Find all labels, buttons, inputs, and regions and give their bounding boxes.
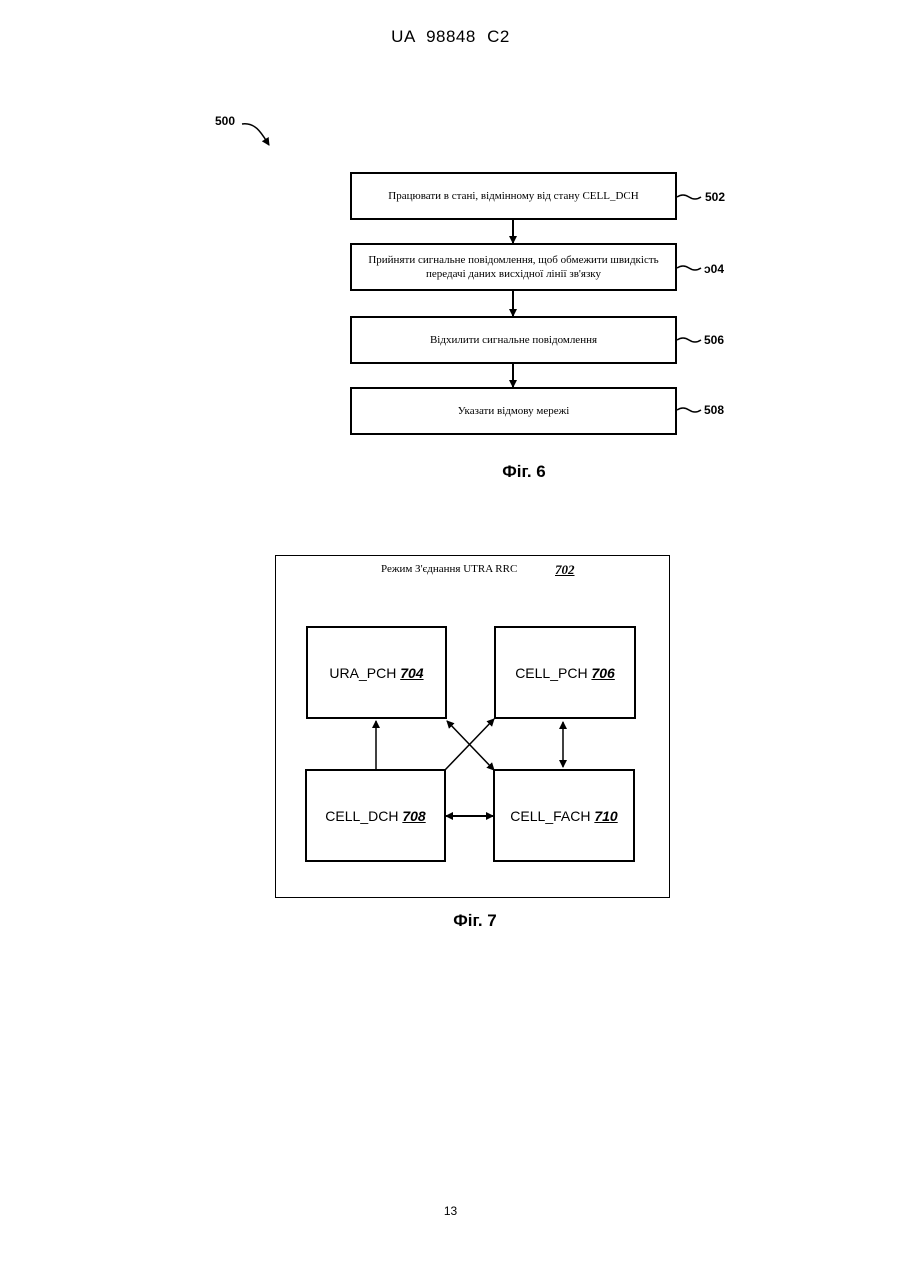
ref-500-label: 500 [215,114,235,128]
ref-704-label: 704 [400,665,423,681]
leader-506 [677,338,701,342]
step-508-text: Указати відмову мережі [458,404,570,418]
ref-506-label: 506 [704,333,724,347]
step-502-text: Працювати в стані, відмінному від стану … [388,189,638,203]
step-504-box: Прийняти сигнальне повідомлення, щоб обм… [350,243,677,291]
ref-708-label: 708 [402,808,425,824]
state-cell-dch: CELL_DCH 708 [305,769,446,862]
cell-fach-label: CELL_FACH [510,808,590,824]
leader-508 [677,408,701,412]
step-502-box: Працювати в стані, відмінному від стану … [350,172,677,220]
state-cell-pch: CELL_PCH 706 [494,626,636,719]
step-508-box: Указати відмову мережі [350,387,677,435]
leader-502 [677,195,701,199]
cell-dch-label: CELL_DCH [325,808,398,824]
state-ura-pch: URA_PCH 704 [306,626,447,719]
ref-500-pointer [242,124,269,145]
step-506-box: Відхилити сигнальне повідомлення [350,316,677,364]
ref-702-label: 702 [555,562,575,578]
state-cell-fach: CELL_FACH 710 [493,769,635,862]
leader-504 [677,266,701,270]
ref-504-label: ɔ04 [704,262,724,276]
ref-502-label: 502 [705,190,725,204]
cell-pch-label: CELL_PCH [515,665,587,681]
page-number: 13 [0,1204,901,1218]
figure-7-caption: Фіг. 7 [0,911,901,931]
ref-508-label: 508 [704,403,724,417]
figure-6-caption: Фіг. 6 [0,462,901,482]
utra-rrc-mode-title: Режим З'єднання UTRA RRC [381,563,517,575]
ref-706-label: 706 [591,665,614,681]
step-506-text: Відхилити сигнальне повідомлення [430,333,597,347]
step-504-text: Прийняти сигнальне повідомлення, щоб обм… [362,253,665,281]
ref-710-label: 710 [594,808,617,824]
ura-pch-label: URA_PCH [329,665,396,681]
